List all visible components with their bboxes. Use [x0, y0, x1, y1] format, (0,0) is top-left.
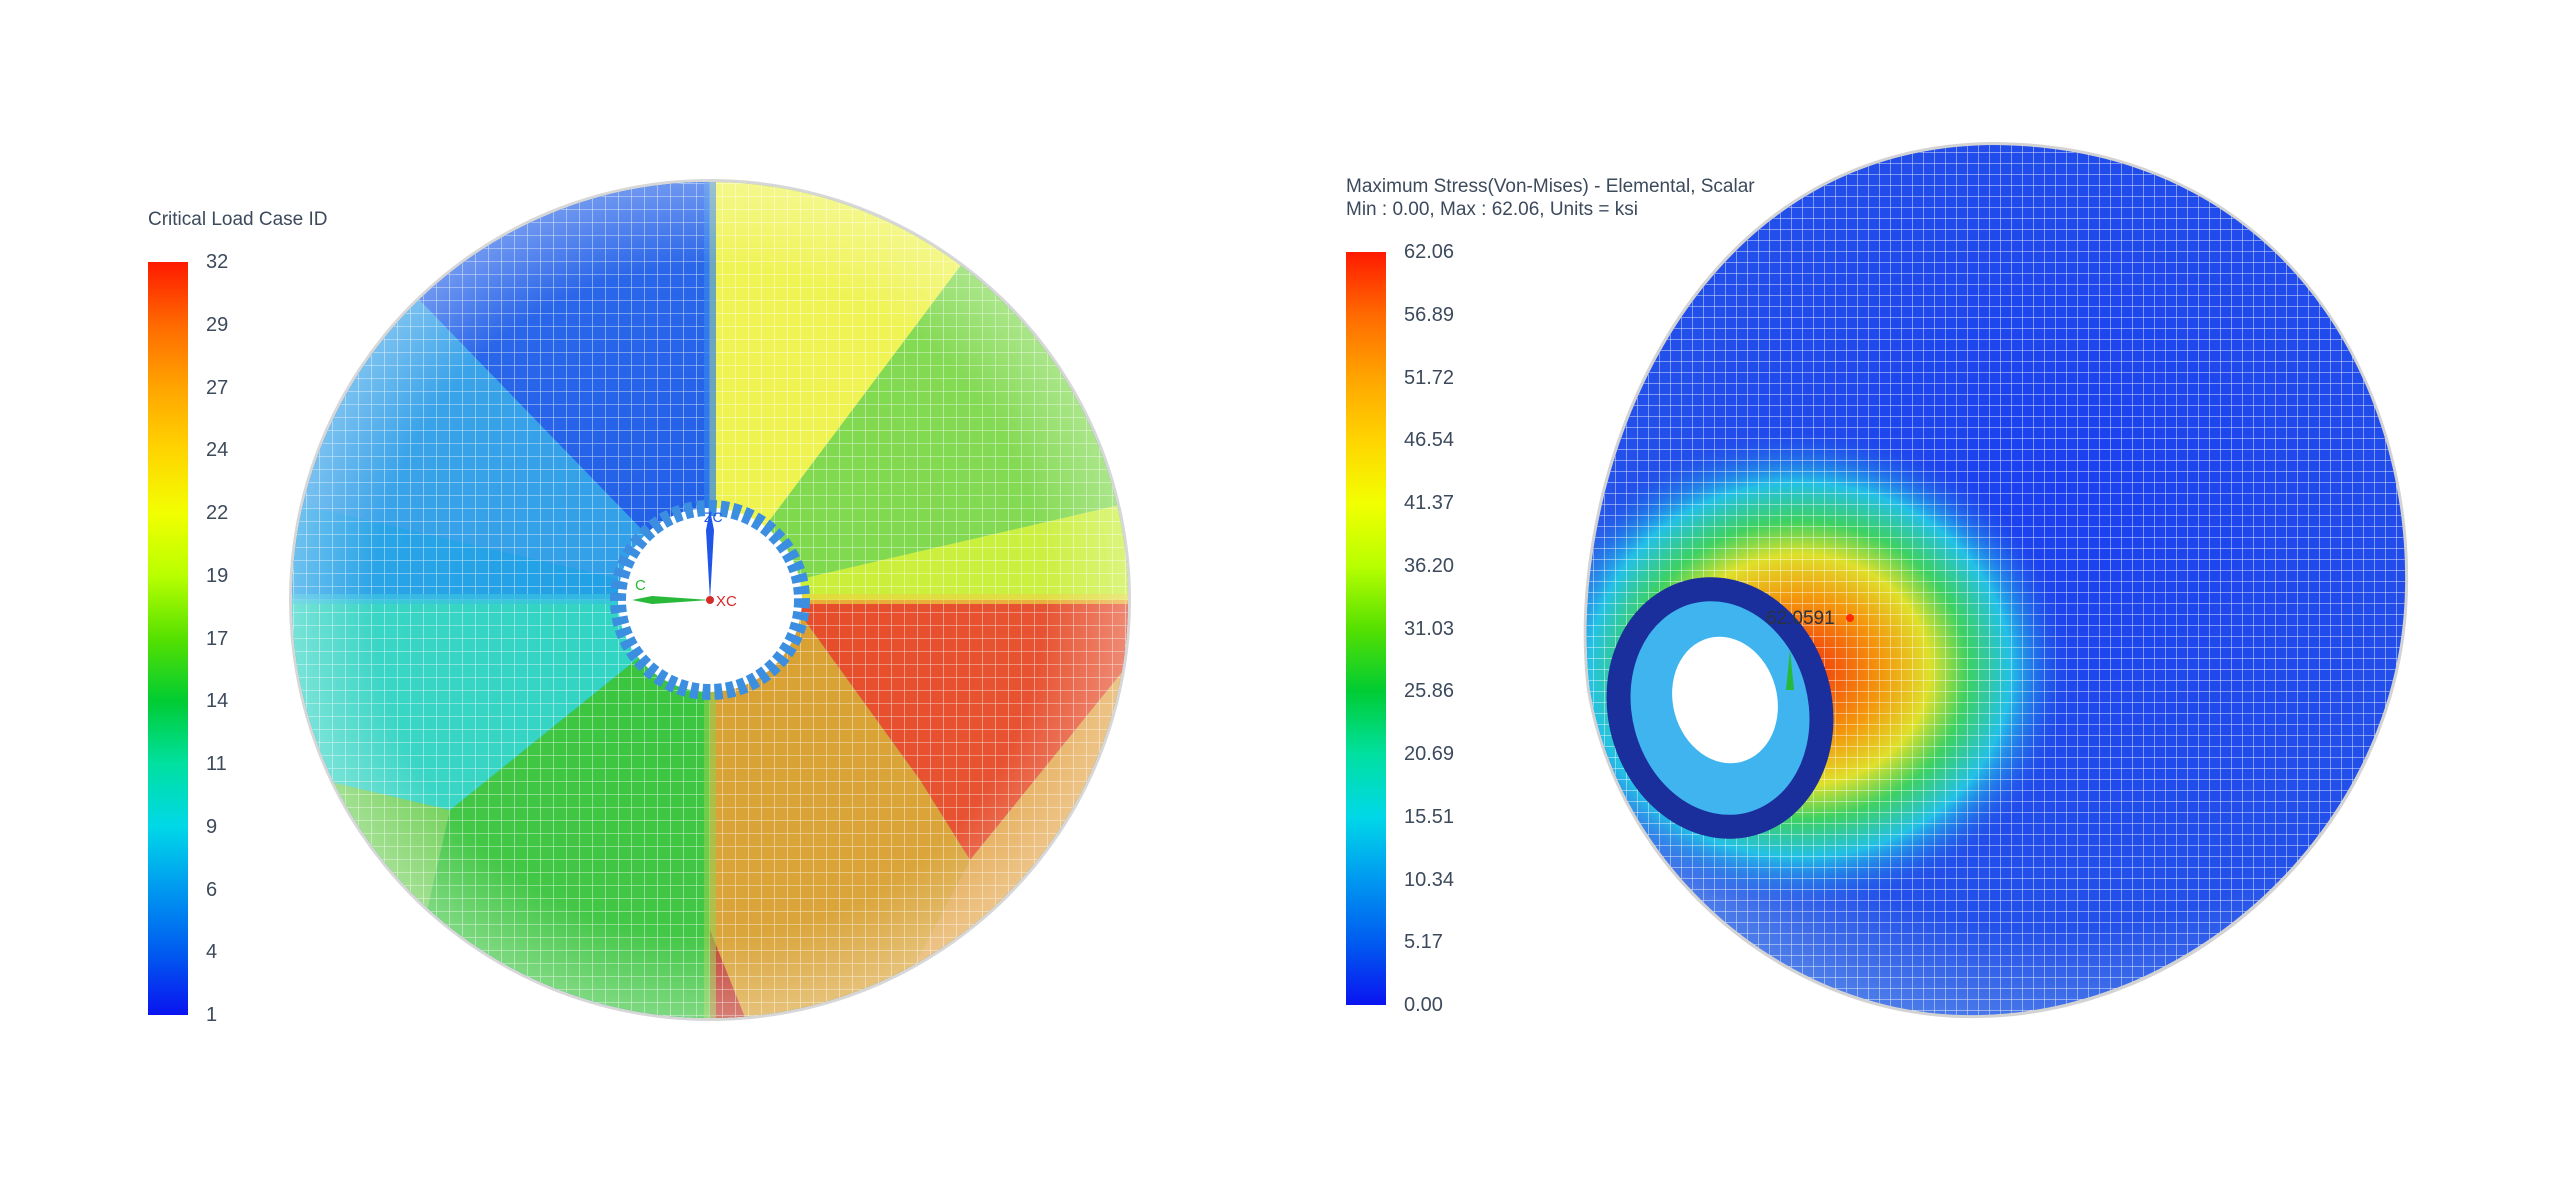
left-legend-band [148, 513, 188, 576]
left-legend-tick: 27 [206, 376, 229, 399]
left-legend-tick: 24 [206, 439, 229, 462]
left-legend-color-bar [148, 262, 188, 1015]
right-legend-band [1346, 565, 1386, 629]
right-legend-band [1346, 879, 1386, 943]
left-legend-band [148, 450, 188, 513]
left-legend-band [148, 387, 188, 451]
left-legend-tick: 32 [206, 251, 229, 273]
left-legend-tick: 9 [206, 815, 218, 838]
left-legend-title: Critical Load Case ID [148, 209, 328, 230]
right-legend-band [1346, 440, 1386, 503]
left-legend-tick: 17 [206, 627, 229, 650]
left-legend-tick: 6 [206, 878, 218, 901]
sphere-top-view[interactable]: XC C ZC [280, 170, 1140, 1030]
triad-y-label: C [635, 577, 646, 594]
right-legend-band [1346, 503, 1386, 566]
left-legend-tick: 11 [206, 753, 227, 775]
left-legend-band [148, 826, 188, 890]
right-legend-tick: 41.37 [1404, 492, 1455, 514]
right-legend-tick: 46.54 [1404, 429, 1455, 452]
max-stress-label: 62.0591 [1766, 608, 1835, 629]
right-legend-band [1346, 252, 1386, 315]
right-legend-band [1346, 314, 1386, 378]
left-legend-band [148, 324, 188, 388]
left-legend-tick: 14 [206, 690, 229, 713]
right-legend-color-bar [1346, 252, 1386, 1005]
left-legend-band [148, 952, 188, 1015]
left-legend-band [148, 638, 188, 702]
right-legend-tick: 36.20 [1404, 554, 1455, 577]
left-legend-tick: 19 [206, 564, 229, 587]
triad-x-label: XC [716, 593, 737, 610]
left-legend-band [148, 262, 188, 325]
max-stress-marker: 62.0591 [1766, 608, 1854, 690]
right-legend-tick: 5.17 [1404, 931, 1443, 954]
right-legend-tick: 56.89 [1404, 303, 1455, 326]
triad-z-label: ZC [704, 509, 723, 525]
dome-stress-view[interactable]: 62.0591 [1560, 130, 2460, 1030]
coordinate-triad-icon: XC C ZC [632, 509, 737, 610]
right-legend-subtitle: Min : 0.00, Max : 62.06, Units = ksi [1346, 199, 1638, 220]
right-legend-band [1346, 691, 1386, 754]
right-legend-title: Maximum Stress(Von-Mises) - Elemental, S… [1346, 176, 1755, 197]
right-legend-band [1346, 816, 1386, 880]
right-legend-tick: 15.51 [1404, 805, 1455, 828]
left-legend-band [148, 575, 188, 639]
right-legend-tick: 20.69 [1404, 743, 1455, 765]
left-legend-band [148, 889, 188, 953]
left-legend-tick: 1 [206, 1004, 218, 1026]
right-legend-tick: 10.34 [1404, 868, 1455, 891]
right-legend-tick: 0.00 [1404, 994, 1443, 1016]
left-legend-tick: 29 [206, 313, 229, 336]
left-legend-band [148, 764, 188, 827]
right-legend-band [1346, 942, 1386, 1005]
right-legend-tick: 62.06 [1404, 241, 1455, 263]
right-legend-tick: 25.86 [1404, 680, 1455, 703]
left-legend-band [148, 701, 188, 764]
right-legend-band [1346, 377, 1386, 441]
left-legend-tick: 4 [206, 941, 218, 964]
right-legend-tick: 31.03 [1404, 617, 1455, 640]
right-legend-band [1346, 628, 1386, 692]
right-legend-tick: 51.72 [1404, 366, 1455, 389]
right-legend-band [1346, 754, 1386, 817]
left-legend-tick: 22 [206, 502, 229, 524]
